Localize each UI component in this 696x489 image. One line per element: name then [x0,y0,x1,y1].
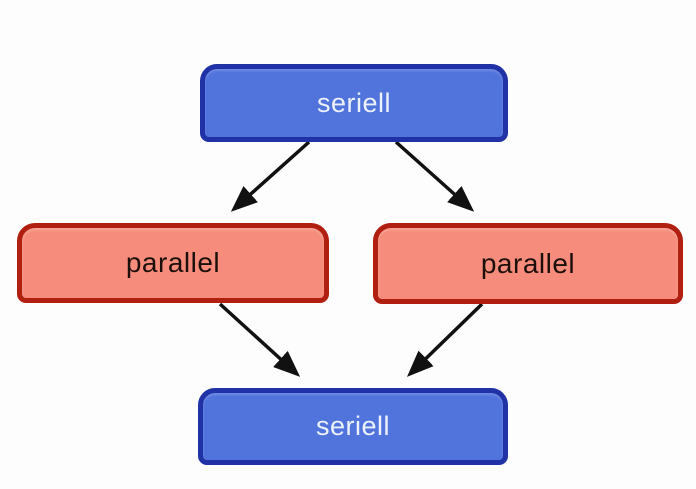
arrow-seriell-top-to-parallel-right [394,140,475,212]
node-label: seriell [315,411,391,441]
arrow-parallel-right-to-seriell-bottom [406,302,484,377]
node-label: parallel [125,247,221,278]
node-label: seriell [316,87,392,118]
node-seriell-bottom: seriell [198,388,508,465]
node-parallel-left: parallel [17,223,329,303]
arrow-seriell-top-to-parallel-left [230,140,311,212]
node-parallel-right: parallel [373,223,683,304]
node-label: parallel [480,247,576,279]
arrow-parallel-left-to-seriell-bottom [218,302,301,377]
node-seriell-top: seriell [200,64,508,142]
